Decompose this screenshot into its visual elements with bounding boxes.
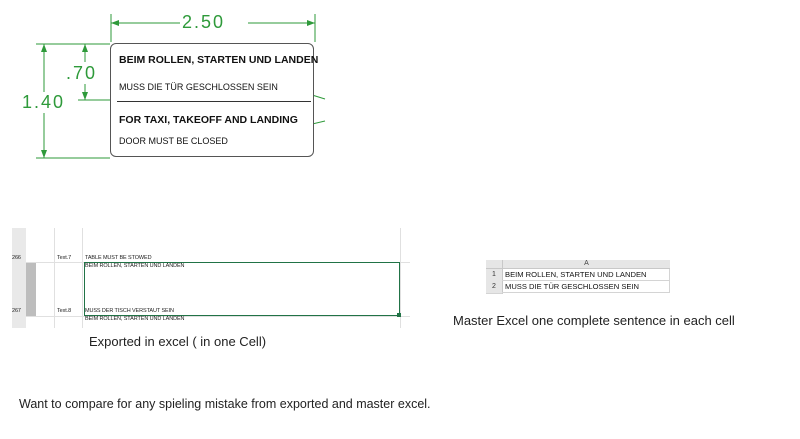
row-number-267: 267 <box>12 308 21 314</box>
selected-cell[interactable] <box>84 262 400 316</box>
cell-text8-line1[interactable]: MUSS DER TISCH VERSTAUT SEIN <box>85 308 174 314</box>
placard-english-heading: FOR TAXI, TAKEOFF AND LANDING <box>119 114 298 126</box>
grid-line <box>54 228 55 328</box>
dimension-full-height-label: 1.40 <box>22 92 66 113</box>
master-cell-a2[interactable]: MUSS DIE TÜR GESCHLOSSEN SEIN <box>502 281 670 293</box>
exported-sheet: 266 Text.7 TABLE MUST BE STOWED BEIM ROL… <box>12 228 410 328</box>
placard-drawing: BEIM ROLLEN, STARTEN UND LANDEN MUSS DIE… <box>110 43 318 157</box>
comparison-note: Want to compare for any spieling mistake… <box>19 397 431 411</box>
exported-caption: Exported in excel ( in one Cell) <box>89 334 267 349</box>
row-number-266: 266 <box>12 255 21 261</box>
dimension-half-height-label: .70 <box>66 63 98 84</box>
placard-german-heading: BEIM ROLLEN, STARTEN UND LANDEN <box>119 54 319 66</box>
master-caption: Master Excel one complete sentence in ea… <box>453 313 735 328</box>
master-cell-a1[interactable]: BEIM ROLLEN, STARTEN UND LANDEN <box>502 269 670 281</box>
cell-text7-line2[interactable]: BEIM ROLLEN, STARTEN UND LANDEN <box>85 263 185 269</box>
fill-handle[interactable] <box>397 313 401 317</box>
grid-line <box>26 316 410 317</box>
cell-text7-line1[interactable]: TABLE MUST BE STOWED <box>85 255 152 261</box>
master-row-number-2[interactable]: 2 <box>486 281 503 294</box>
placard-english-sub: DOOR MUST BE CLOSED <box>119 136 228 146</box>
master-sheet: A 1 BEIM ROLLEN, STARTEN UND LANDEN 2 MU… <box>486 260 672 294</box>
cell-text8-line2[interactable]: BEIM ROLLEN, STARTEN UND LANDEN <box>85 316 185 322</box>
grid-line <box>400 228 401 328</box>
row-header-selected <box>26 262 36 316</box>
dimension-width-label: 2.50 <box>182 12 226 33</box>
column-header-a[interactable]: A <box>503 260 670 269</box>
placard-divider <box>117 101 311 102</box>
cell-label-text7[interactable]: Text.7 <box>57 255 72 261</box>
select-all-corner[interactable] <box>486 260 503 269</box>
cell-label-text8[interactable]: Text.8 <box>57 308 72 314</box>
grid-line <box>82 228 83 328</box>
row-header-column <box>12 228 26 328</box>
placard-german-sub: MUSS DIE TÜR GESCHLOSSEN SEIN <box>119 82 278 92</box>
